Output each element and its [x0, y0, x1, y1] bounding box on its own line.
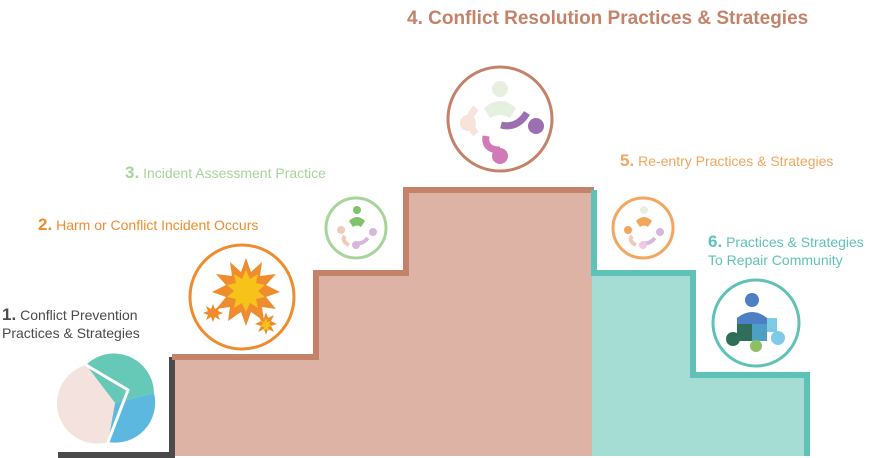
- step-6-label: 6. Practices & Strategies To Repair Comm…: [708, 232, 864, 268]
- pie-chart-icon: [56, 353, 156, 444]
- step-6-line1: Practices & Strategies: [726, 234, 864, 250]
- circle-of-people-icon: [446, 65, 554, 173]
- step-1-line1: Conflict Prevention: [20, 307, 138, 323]
- step-6-line2: To Repair Community: [708, 252, 843, 268]
- step-1-label: 1. Conflict Prevention Practices & Strat…: [2, 305, 140, 341]
- step-2-text: Harm or Conflict Incident Occurs: [56, 217, 259, 233]
- step-5-text: Re-entry Practices & Strategies: [638, 153, 834, 169]
- step-6-number: 6.: [708, 232, 723, 251]
- reentry-people-icon: [611, 196, 675, 260]
- assessment-people-icon: [324, 196, 388, 260]
- step-3-label: 3. Incident Assessment Practice: [125, 163, 326, 183]
- step-3-text: Incident Assessment Practice: [143, 165, 326, 181]
- explosion-icon: [188, 243, 296, 351]
- resolution-stairs-fill: [172, 190, 592, 456]
- step-5-number: 5.: [620, 151, 635, 170]
- step-1-number: 1.: [2, 305, 17, 324]
- resolution-step-line: [172, 187, 594, 360]
- step-2-number: 2.: [38, 215, 53, 234]
- puzzle-people-icon: [711, 278, 801, 368]
- prevention-step-line: [58, 357, 175, 458]
- step-5-label: 5. Re-entry Practices & Strategies: [620, 151, 833, 171]
- step-3-number: 3.: [125, 163, 140, 182]
- repair-stairs-fill: [592, 190, 810, 456]
- step-2-label: 2. Harm or Conflict Incident Occurs: [38, 215, 258, 235]
- page-title: 4. Conflict Resolution Practices & Strat…: [407, 8, 809, 29]
- repair-step-line: [591, 190, 810, 456]
- step-1-line2: Practices & Strategies: [2, 325, 140, 341]
